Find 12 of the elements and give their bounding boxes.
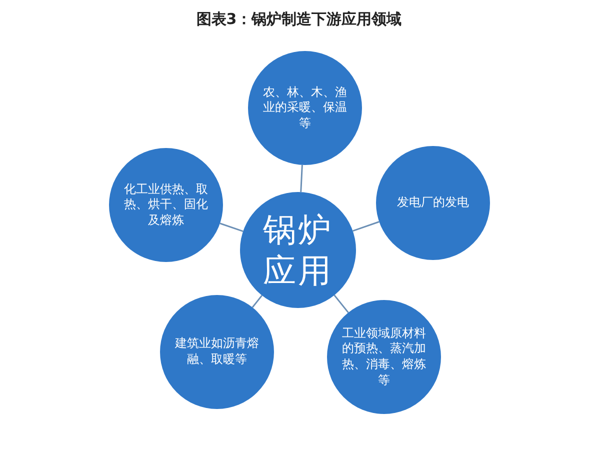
- category-label: 化工业供热、取热、烘干、固化及熔炼: [123, 182, 209, 228]
- category-label: 发电厂的发电: [397, 195, 469, 211]
- diagram-title: 图表3：锅炉制造下游应用领域: [195, 9, 403, 30]
- connector-line: [352, 221, 380, 232]
- center-label: 锅炉应用: [262, 208, 334, 292]
- connector-line: [252, 294, 263, 308]
- category-label: 农、林、木、渔业的采暖、保温等: [262, 84, 348, 132]
- connector-line: [334, 294, 349, 314]
- connector-line: [300, 164, 303, 192]
- category-label: 工业领域原材料的预热、蒸汽加热、消毒、熔炼等: [341, 326, 427, 388]
- category-label: 建筑业如沥青熔融、取暖等: [174, 336, 260, 368]
- connector-line: [220, 222, 244, 232]
